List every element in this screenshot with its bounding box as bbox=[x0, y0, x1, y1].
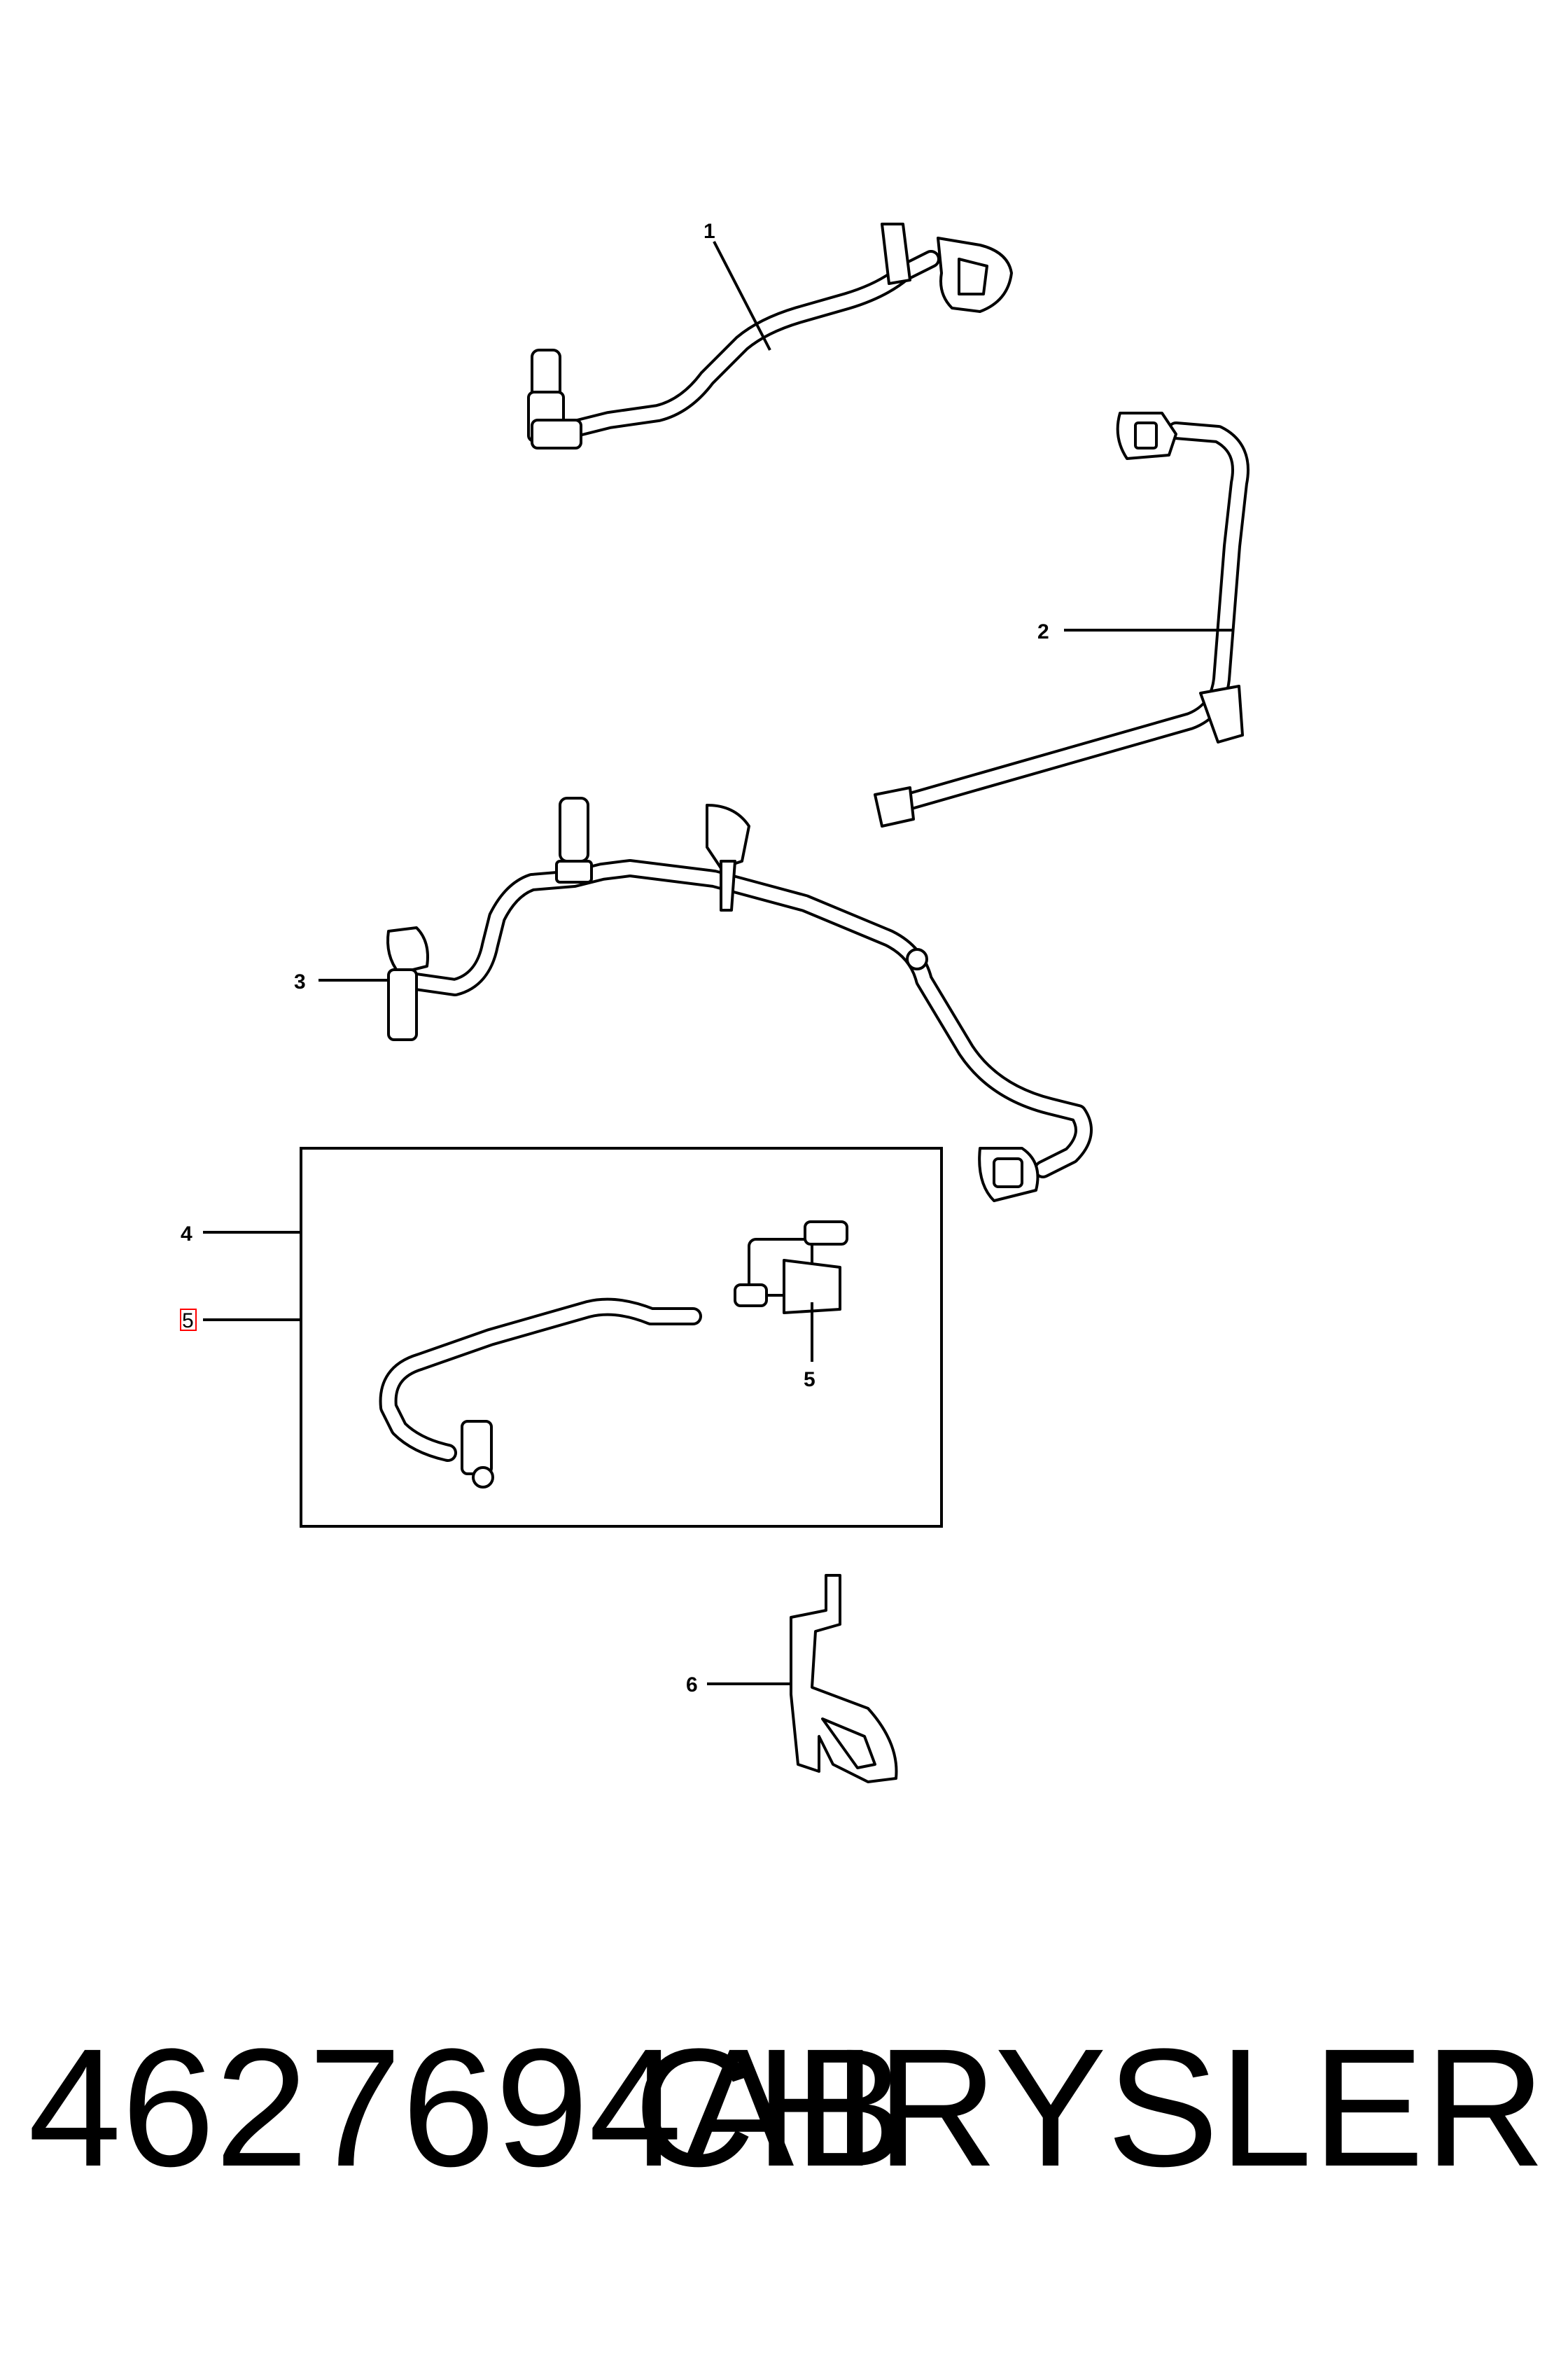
hose-4-elbow bbox=[461, 1420, 493, 1475]
highlight-box bbox=[180, 1309, 197, 1331]
hose-2-end-fitting bbox=[874, 786, 915, 828]
hose-part-3 bbox=[386, 797, 1093, 1202]
hose-3-clip-stem bbox=[720, 860, 736, 912]
quick-connector-icon bbox=[1116, 412, 1177, 460]
hose-3-clip bbox=[706, 804, 750, 870]
footer: 4627694AB CHRYSLER bbox=[0, 2023, 1568, 2233]
hose-part-1 bbox=[527, 223, 1013, 449]
callout-6: 6 bbox=[686, 1673, 698, 1696]
part-number: 4627694AB bbox=[28, 2014, 906, 2201]
purge-valve-port-side bbox=[734, 1283, 768, 1307]
hose-part-4 bbox=[379, 1297, 702, 1489]
hose-part-2 bbox=[874, 412, 1250, 828]
hose-1-clip bbox=[881, 223, 911, 285]
hose-3-tee bbox=[555, 860, 593, 884]
callout-4: 4 bbox=[181, 1222, 192, 1246]
callout-5-left: 5 bbox=[182, 1309, 194, 1332]
purge-valve-solenoid bbox=[783, 1259, 841, 1314]
callout-2: 2 bbox=[1037, 620, 1049, 643]
bracket-slot bbox=[821, 1717, 876, 1769]
quick-connector-icon bbox=[937, 237, 1013, 313]
callout-1: 1 bbox=[704, 220, 715, 243]
leader-line-1 bbox=[713, 241, 771, 351]
hose-1-elbow-base bbox=[531, 419, 582, 449]
bracket-part-6 bbox=[790, 1574, 898, 1783]
purge-valve-part-5 bbox=[734, 1220, 848, 1314]
hose-2-clip bbox=[1199, 685, 1244, 744]
brand-name: CHRYSLER bbox=[634, 2014, 1546, 2201]
callout-3: 3 bbox=[294, 970, 306, 994]
callout-5-valve: 5 bbox=[804, 1368, 816, 1391]
hose-3-upper-tube bbox=[559, 797, 589, 863]
hose-3-retainer bbox=[906, 948, 928, 970]
hose-3-left-connector bbox=[386, 926, 429, 1041]
quick-connector-icon bbox=[978, 1147, 1040, 1202]
hose-4-elbow-end bbox=[472, 1466, 494, 1489]
kit-box bbox=[300, 1147, 943, 1528]
purge-valve-port-top bbox=[804, 1220, 848, 1246]
